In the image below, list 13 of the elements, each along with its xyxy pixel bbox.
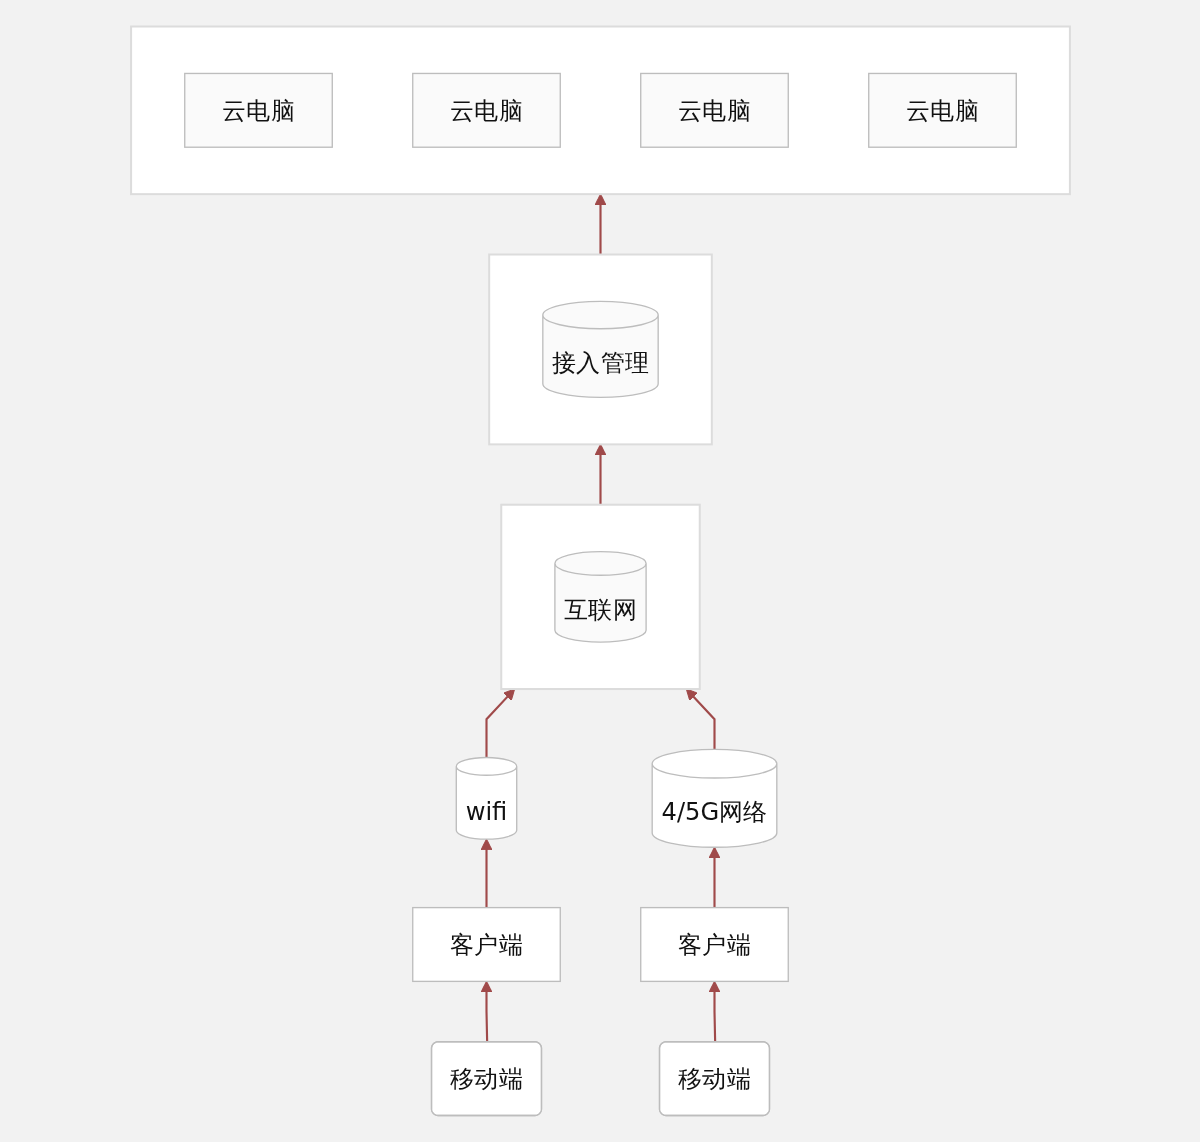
arrow [708, 846, 720, 908]
node-box: 客户端 [639, 906, 789, 983]
arrow [480, 838, 492, 908]
cluster [129, 25, 1071, 196]
node-box: 云电脑 [867, 72, 1017, 148]
node-box: 云电脑 [411, 72, 561, 148]
cluster [487, 253, 713, 446]
arrow [480, 980, 492, 1043]
arrow [708, 980, 720, 1043]
node-box: 云电脑 [183, 72, 333, 148]
node-box: 客户端 [411, 906, 561, 983]
node-box: 云电脑 [639, 72, 789, 148]
cluster [499, 503, 701, 691]
